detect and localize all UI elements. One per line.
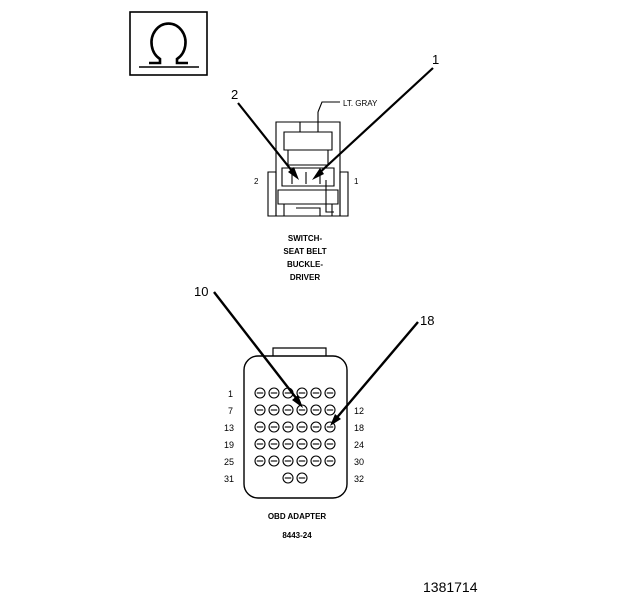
obd-pin-labels-left: 1 7 13 19 25 31: [224, 389, 234, 484]
pin-label: 24: [354, 440, 364, 450]
pin-label: 19: [224, 440, 234, 450]
callout-leader-18: [330, 321, 419, 426]
adapter-caption: OBD ADAPTER: [268, 512, 327, 521]
figure-number: 1381714: [423, 579, 478, 595]
ohm-icon: [129, 11, 208, 76]
pin-label: 32: [354, 474, 364, 484]
wire-color-label: LT. GRAY: [343, 99, 378, 108]
adapter-part-number: 8443-24: [282, 531, 312, 540]
pin-label: 1: [228, 389, 233, 399]
adapter-callout-10: 10: [194, 284, 208, 299]
pin-label: 30: [354, 457, 364, 467]
switch-side-label-right: 1: [354, 177, 359, 186]
pin-label: 18: [354, 423, 364, 433]
seat-belt-switch-connector: [267, 101, 349, 217]
switch-side-label-left: 2: [254, 177, 259, 186]
adapter-callout-18: 18: [420, 313, 434, 328]
switch-caption-line-2: SEAT BELT: [283, 247, 326, 256]
pin-label: 7: [228, 406, 233, 416]
pin-label: 31: [224, 474, 234, 484]
callout-leader-1: [312, 67, 434, 180]
pin-label: 25: [224, 457, 234, 467]
switch-callout-2: 2: [231, 87, 238, 102]
obd-pin-labels-right: 12 18 24 30 32: [354, 406, 364, 484]
switch-caption: SWITCH- SEAT BELT BUCKLE- DRIVER: [283, 234, 326, 282]
pin-label: 12: [354, 406, 364, 416]
switch-callout-1: 1: [432, 52, 439, 67]
switch-caption-line-4: DRIVER: [290, 273, 320, 282]
callout-leader-2: [237, 102, 299, 180]
callout-leader-10: [213, 291, 303, 408]
switch-caption-line-1: SWITCH-: [288, 234, 323, 243]
pin-label: 13: [224, 423, 234, 433]
switch-caption-line-3: BUCKLE-: [287, 260, 323, 269]
